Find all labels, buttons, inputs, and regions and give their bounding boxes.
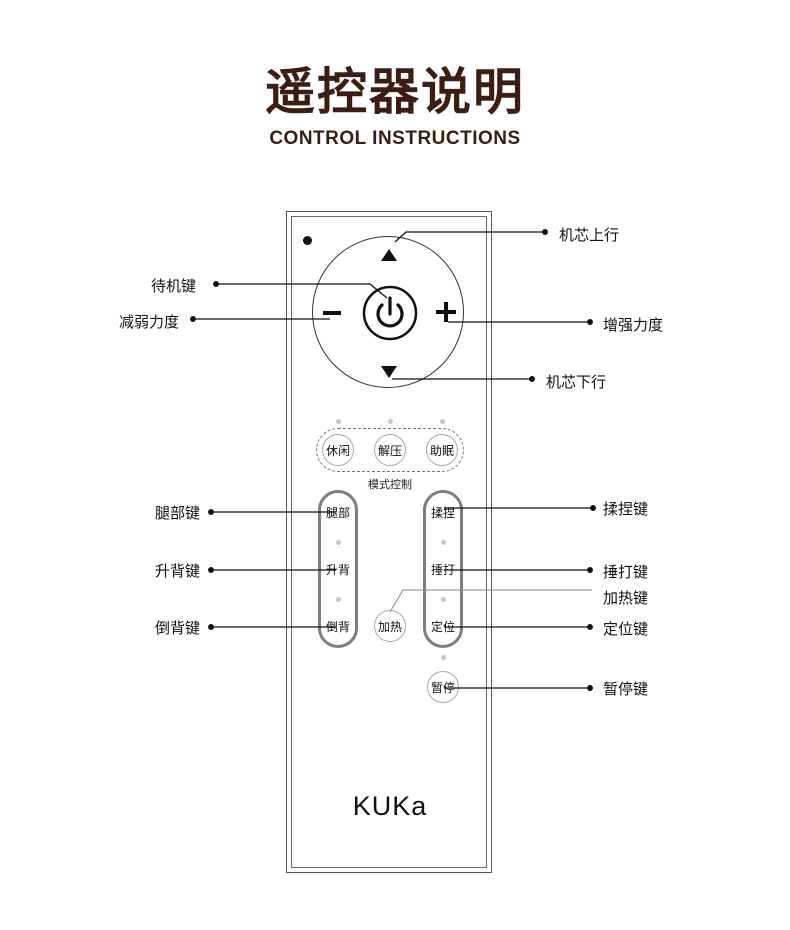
indicator-light [303,236,312,245]
pause-button[interactable]: 暂停 [427,671,459,703]
callout-leg-key: 腿部键 [155,504,201,522]
remote-body [291,216,487,868]
mode-indicator-dot [336,419,341,424]
brand-logo: KUKa [352,791,428,821]
triangle-down-icon[interactable] [381,366,397,378]
mode-relax-button[interactable]: 解压 [374,434,406,466]
indicator-dot [441,540,446,545]
triangle-up-icon[interactable] [381,249,397,261]
callout-lower-back-key: 倒背键 [155,619,201,637]
knead-button[interactable]: 揉捏 [427,496,459,528]
mode-leisure-button[interactable]: 休闲 [322,434,354,466]
indicator-dot [441,597,446,602]
callout-decrease-strength: 减弱力度 [119,313,180,331]
raise-back-button[interactable]: 升背 [322,553,354,585]
heat-button[interactable]: 加热 [374,610,406,642]
callout-tap-key: 捶打键 [603,563,649,581]
callout-core-up: 机芯上行 [559,226,620,244]
callout-increase-strength: 增强力度 [603,316,664,334]
plus-icon[interactable] [436,302,456,322]
callout-heat-key: 加热键 [603,589,649,607]
callout-pause-key: 暂停键 [603,680,649,698]
indicator-dot [336,597,341,602]
callout-position-key: 定位键 [603,620,649,638]
lower-back-button[interactable]: 倒背 [322,610,354,642]
page-title: 遥控器说明 [265,63,525,121]
mode-sleep-button[interactable]: 助眠 [426,434,458,466]
mode-control-label: 模式控制 [368,478,412,491]
page-subtitle: CONTROL INSTRUCTIONS [269,128,521,149]
indicator-dot [441,655,446,660]
mode-control-group [316,428,464,472]
mode-indicator-dot [440,419,445,424]
callout-knead-key: 揉捏键 [603,500,649,518]
power-icon[interactable] [362,285,418,341]
callout-core-down: 机芯下行 [546,373,607,391]
tap-button[interactable]: 捶打 [427,553,459,585]
mode-indicator-dot [388,419,393,424]
indicator-dot [336,540,341,545]
callout-standby-key: 待机键 [151,277,197,295]
callout-raise-back-key: 升背键 [155,562,201,580]
minus-icon[interactable] [323,311,341,315]
position-button[interactable]: 定位 [427,610,459,642]
control-wheel [312,236,464,388]
remote-body-outline [286,211,492,873]
